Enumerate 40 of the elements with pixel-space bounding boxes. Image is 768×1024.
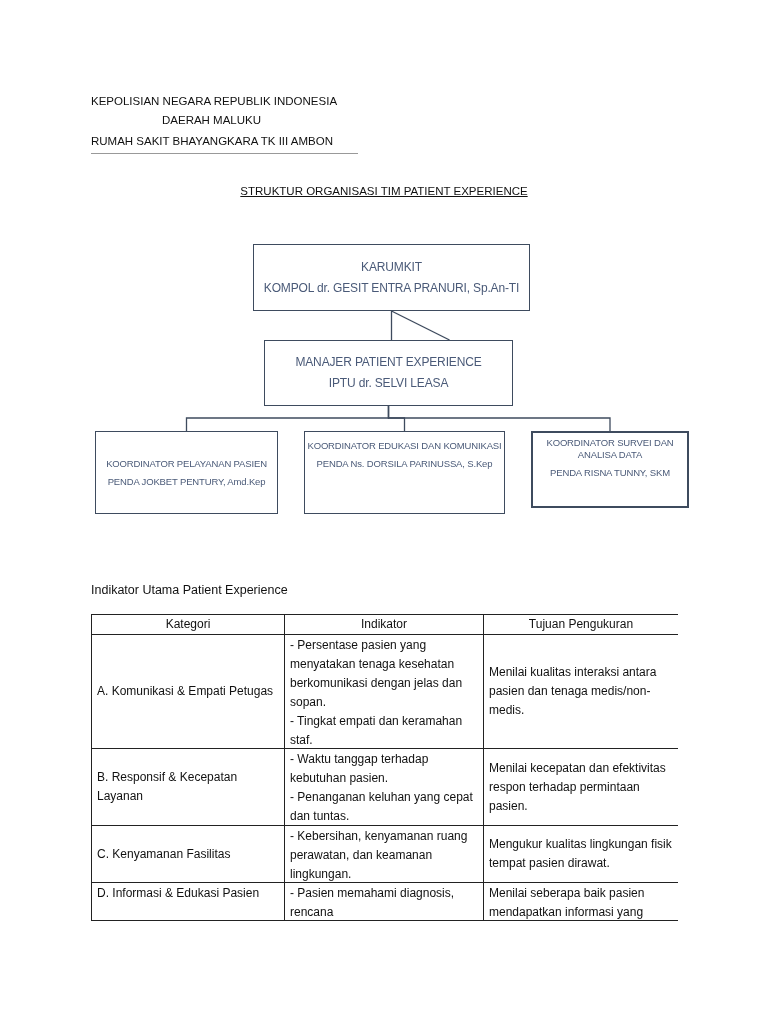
table-cell-text: Menilai seberapa baik pasien mendapatkan informasi yang [489,885,646,920]
org-box [531,431,689,508]
table-cell-text: - Persentase pasien yang menyatakan tenaga kesehatan berkomunikasi dengan jelas dan sopan. [290,637,464,711]
table-cell-text: - Penanganan keluhan yang cepat dan tuntas. [290,789,474,825]
chart-title: STRUKTUR ORGANISASI TIM PATIENT EXPERIENCE [239,185,529,197]
person-name: PENDA JOKBET PENTURY, Amd.Kep [107,475,266,488]
header-text: KEPOLISIAN NEGARA REPUBLIK INDONESIA [91,95,338,107]
table-cell-text: - Kebersihan, kenyamanan ruang perawatan, dan keamanan lingkungan. [290,828,469,882]
connector-line [387,405,611,432]
table-cell-text: D. Informasi & Edukasi Pasien [97,885,261,902]
header-text: DAERAH MALUKU [162,114,262,126]
column-header: Kategori [164,616,212,633]
position-title: KARUMKIT [361,259,422,275]
table-cell-text: B. Responsif & Kecepatan Layanan [97,769,239,805]
person-name: IPTU dr. SELVI LEASA [328,376,449,391]
org-box [95,431,278,514]
column-header: Tujuan Pengukuran [527,616,635,633]
table-cell-text: Menilai kualitas interaksi antara pasien dan tenaga medis/non-medis. [489,664,658,719]
table-cell-text: C. Kenyamanan Fasilitas [97,845,232,863]
org-box [264,340,513,406]
table-cell-text: Menilai kecepatan dan efektivitas respon terhadap permintaan pasien. [489,759,667,815]
connector-line [390,310,451,341]
table-cell-text: Mengukur kualitas lingkungan fisik tempat pasien dirawat. [489,836,673,872]
section-heading: Indikator Utama Patient Experience [91,583,288,597]
table-cell-text: - Tingkat empati dan keramahan staf. [290,713,464,748]
table-cell-text: A. Komunikasi & Empati Petugas [97,683,275,700]
person-name: KOMPOL dr. GESIT ENTRA PRANURI, Sp.An-TI [263,280,520,296]
org-box [304,431,505,514]
header-text: RUMAH SAKIT BHAYANGKARA TK III AMBON [91,135,333,147]
table-cell-text: - Waktu tanggap terhadap kebutuhan pasien. [290,751,430,787]
column-header: Indikator [360,616,408,633]
person-name: PENDA RISNA TUNNY, SKM [550,466,670,479]
table-cell-text: - Pasien memahami diagnosis, rencana [290,885,456,920]
connector-line [390,310,393,341]
position-title: KOORDINATOR EDUKASI DAN KOMUNIKASI [307,440,502,452]
person-name: PENDA Ns. DORSILA PARINUSSA, S.Kep [316,457,493,470]
position-title: MANAJER PATIENT EXPERIENCE [295,355,482,370]
position-title: KOORDINATOR SURVEI DAN ANALISA DATA [545,437,675,461]
position-title: KOORDINATOR PELAYANAN PASIEN [106,457,267,470]
org-box [253,244,530,311]
